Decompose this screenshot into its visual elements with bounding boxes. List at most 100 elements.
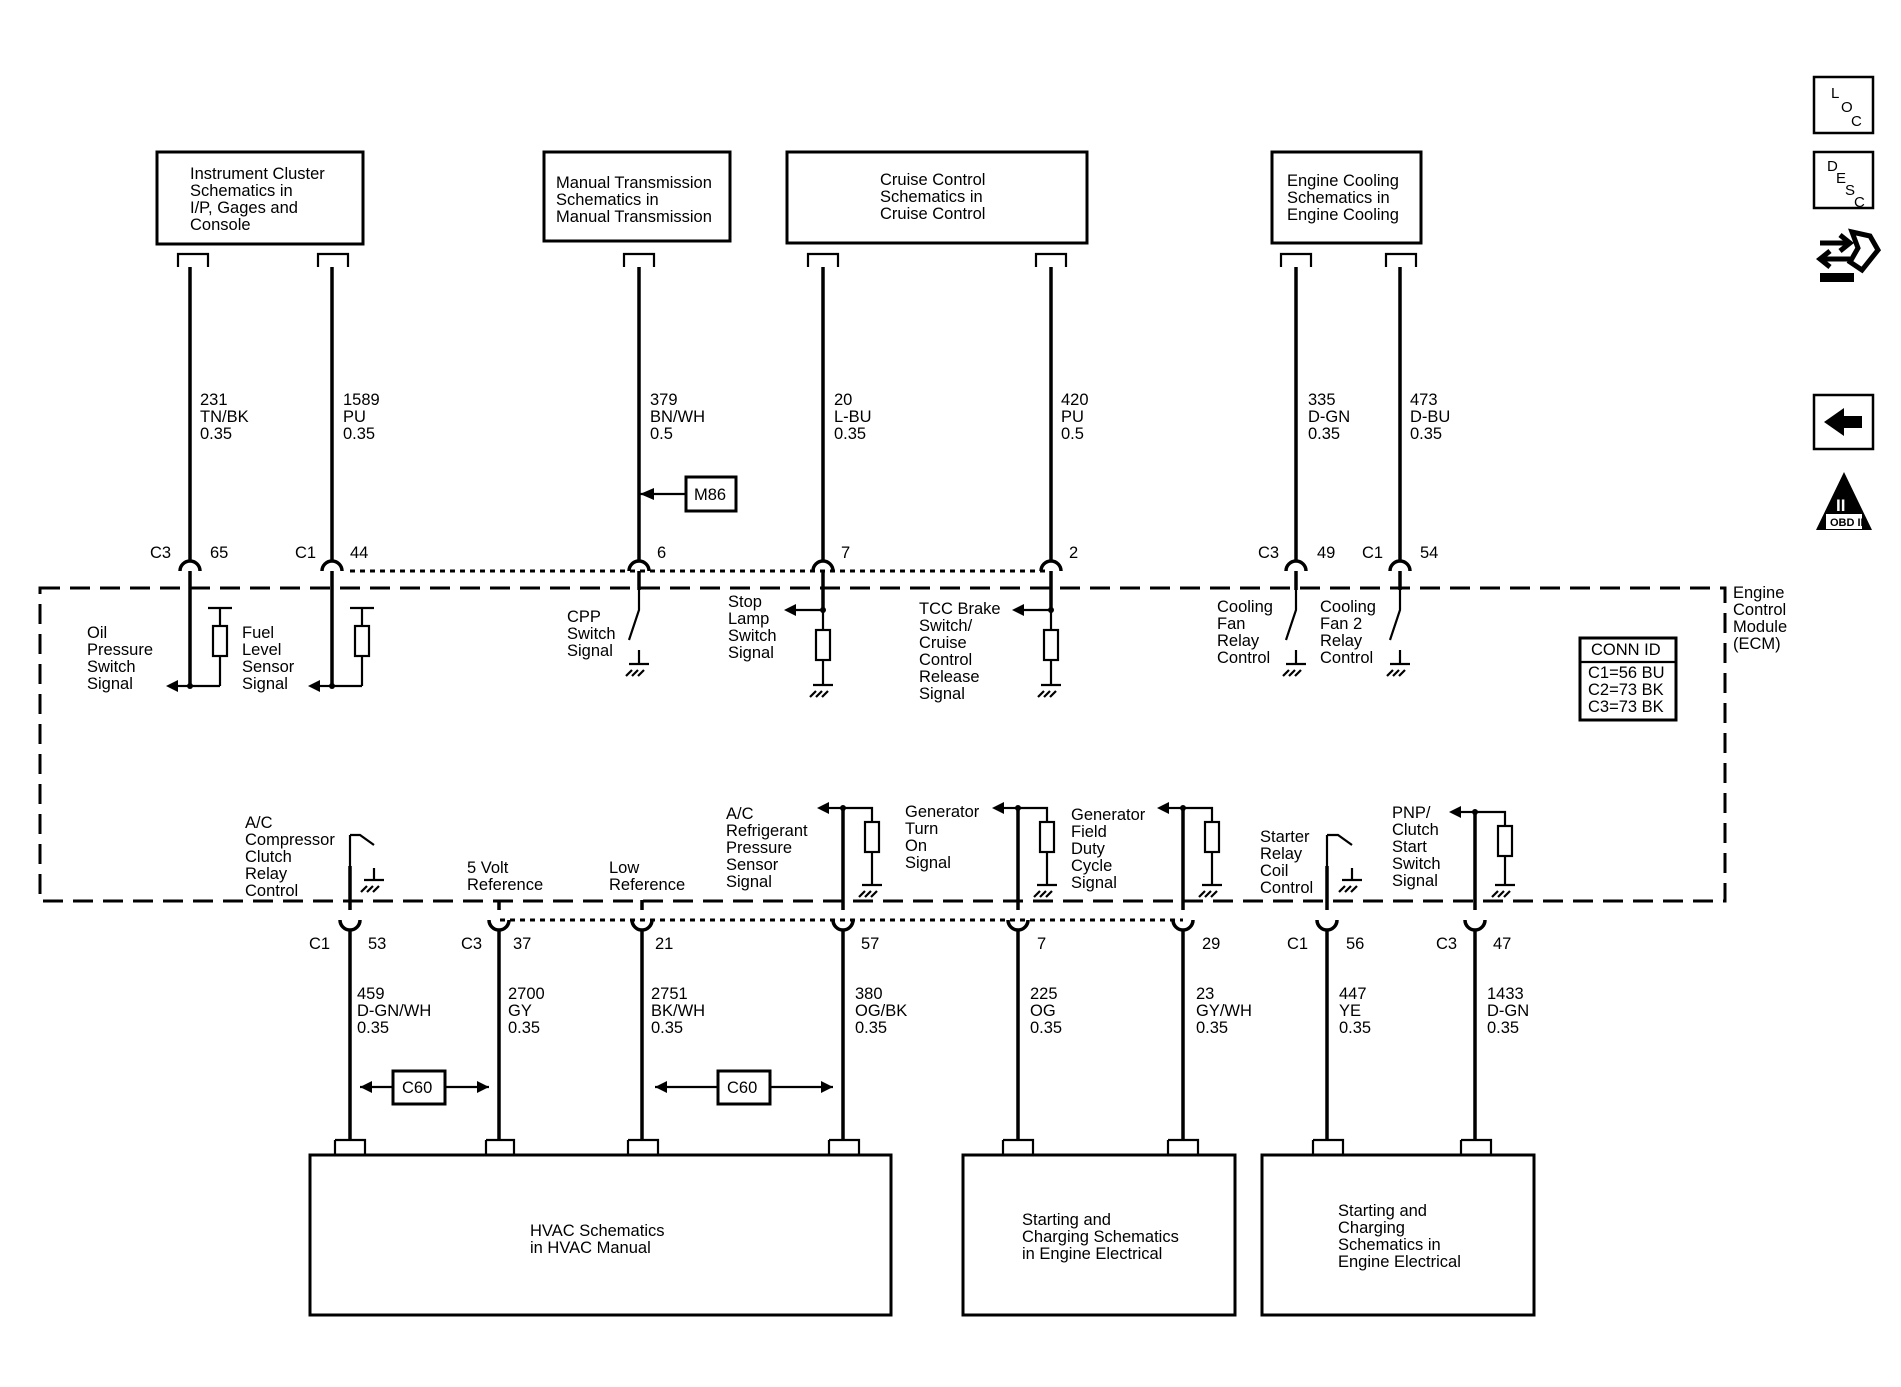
module-hvac[interactable]: HVAC Schematics in HVAC Manual <box>308 1153 893 1317</box>
top-circuit-stop-lamp[interactable]: 20 L-BU 0.35 7 Stop Lamp Switch Signal <box>728 252 872 698</box>
bottom-circuit-pnp-switch[interactable]: PNP/ Clutch Start Switch Signal C3 47 14… <box>1392 804 1529 1155</box>
signal-label-line: Start <box>1392 838 1427 856</box>
pulldown-resistor-icon <box>1038 820 1056 854</box>
desc-letter: C <box>1854 194 1865 211</box>
signal-label-line: Switch <box>87 658 136 676</box>
ref-c60-label: C60 <box>402 1079 432 1097</box>
module-cruise-control[interactable]: Cruise Control Schematics in Cruise Cont… <box>785 150 1089 245</box>
conn-id-line: C1=56 BU <box>1588 664 1665 682</box>
signal-arrow-icon <box>1449 806 1461 818</box>
pin-number: 7 <box>1037 935 1046 953</box>
module-text-line: Charging <box>1338 1219 1405 1237</box>
signal-label-line: Reference <box>467 876 543 894</box>
wire-color: D-GN <box>1487 1002 1529 1020</box>
bottom-circuit-starter-relay[interactable]: Starter Relay Coil Control C1 56 447 YE … <box>1260 828 1371 1155</box>
wire-color: OG/BK <box>855 1002 907 1020</box>
wire-color: BK/WH <box>651 1002 705 1020</box>
wire-color: PU <box>1061 408 1084 426</box>
signal-arrow-icon <box>784 604 796 616</box>
wire-gauge: 0.35 <box>834 425 866 443</box>
top-circuit-cpp-switch[interactable]: 379 BN/WH 0.5 6 CPP Switch Signal <box>567 252 705 677</box>
top-circuit-cooling-fan-2[interactable]: 473 D-BU 0.35 C1 54 Cooling Fan 2 Relay … <box>1320 252 1450 677</box>
signal-label-line: Duty <box>1071 840 1106 858</box>
arrow-left-icon <box>655 1081 667 1093</box>
back-button[interactable] <box>1812 393 1875 451</box>
wire-number: 2700 <box>508 985 545 1003</box>
signal-label-line: Signal <box>242 675 288 693</box>
desc-letter: S <box>1845 182 1855 199</box>
back-arrow-icon <box>1824 408 1862 436</box>
module-starting-charging-2[interactable]: Starting and Charging Schematics in Engi… <box>1260 1153 1536 1317</box>
ref-c60-right[interactable]: C60 <box>655 1069 833 1106</box>
module-manual-transmission[interactable]: Manual Transmission Schematics in Manual… <box>542 150 732 243</box>
signal-label-line: Relay <box>245 865 288 883</box>
bottom-circuit-generator-field[interactable]: Generator Field Duty Cycle Signal 29 23 … <box>1071 802 1252 1155</box>
wire-number: 225 <box>1030 985 1058 1003</box>
loc-button[interactable]: L O C <box>1812 75 1875 135</box>
wire-gauge: 0.35 <box>651 1019 683 1037</box>
signal-label-line: Starter <box>1260 828 1310 846</box>
wire-gauge: 0.35 <box>1308 425 1340 443</box>
module-starting-charging-1[interactable]: Starting and Charging Schematics in Engi… <box>961 1153 1237 1317</box>
pin-number: 47 <box>1493 935 1511 953</box>
connector-view-icon[interactable] <box>1815 228 1882 282</box>
bottom-circuit-ac-compressor[interactable]: A/C Compressor Clutch Relay Control C1 5… <box>245 814 431 1155</box>
wire-gauge: 0.35 <box>357 1019 389 1037</box>
bottom-circuit-generator-turn-on[interactable]: Generator Turn On Signal 7 225 OG 0.35 <box>905 802 1062 1155</box>
module-engine-cooling[interactable]: Engine Cooling Schematics in Engine Cool… <box>1270 150 1423 245</box>
module-text-line: Manual Transmission <box>556 208 712 226</box>
signal-label-line: Level <box>242 641 281 659</box>
signal-label-line: Cycle <box>1071 857 1112 875</box>
signal-label-line: Control <box>1217 649 1270 667</box>
signal-label-line: Signal <box>567 642 613 660</box>
bottom-circuit-5v-reference[interactable]: 5 Volt Reference C3 37 2700 GY 0.35 <box>461 859 545 1155</box>
wire-number: 20 <box>834 391 852 409</box>
wire-number: 459 <box>357 985 385 1003</box>
signal-label-line: PNP/ <box>1392 804 1431 822</box>
pulldown-resistor-icon <box>863 820 881 854</box>
signal-label-line: Compressor <box>245 831 335 849</box>
signal-label-line: Control <box>1260 879 1313 897</box>
signal-label-line: Release <box>919 668 980 686</box>
signal-arrow-icon <box>817 802 829 814</box>
top-circuit-fuel-level[interactable]: 1589 PU 0.35 C1 44 Fuel Level Sensor Sig… <box>242 252 380 693</box>
bottom-circuit-ac-refrigerant[interactable]: A/C Refrigerant Pressure Sensor Signal 5… <box>726 802 907 1155</box>
pullup-resistor-icon <box>353 624 371 658</box>
connector-id: C1 <box>295 544 316 562</box>
module-text-line: Starting and <box>1022 1211 1111 1229</box>
ecm-label-line: Control <box>1733 601 1786 619</box>
ref-c60-left[interactable]: C60 <box>360 1069 489 1106</box>
pin-number: 65 <box>210 544 228 562</box>
wire-number: 335 <box>1308 391 1336 409</box>
signal-label-line: Switch/ <box>919 617 973 635</box>
top-circuit-cooling-fan[interactable]: 335 D-GN 0.35 C3 49 Cooling Fan Relay Co… <box>1217 252 1350 677</box>
connector-id: C3 <box>150 544 171 562</box>
top-circuit-tcc-brake[interactable]: 420 PU 0.5 2 TCC Brake Switch/ Cruise Co… <box>919 252 1089 703</box>
module-text-line: Schematics in <box>1287 189 1390 207</box>
signal-arrow-icon <box>992 802 1004 814</box>
wire-number: 447 <box>1339 985 1367 1003</box>
wire-color: D-GN <box>1308 408 1350 426</box>
desc-button[interactable]: D E S C <box>1812 150 1875 211</box>
signal-label-line: Turn <box>905 820 938 838</box>
signal-label-line: Reference <box>609 876 685 894</box>
loc-letter: L <box>1831 85 1839 102</box>
module-text-line: Manual Transmission <box>556 174 712 192</box>
bottom-circuit-low-reference[interactable]: Low Reference 21 2751 BK/WH 0.35 <box>609 859 705 1155</box>
signal-label-line: Signal <box>87 675 133 693</box>
module-instrument-cluster[interactable]: Instrument Cluster Schematics in I/P, Ga… <box>155 150 365 246</box>
pin-number: 57 <box>861 935 879 953</box>
obd-ii-button[interactable]: OBD II II <box>1816 472 1872 530</box>
signal-label-line: Coil <box>1260 862 1288 880</box>
signal-label-line: Signal <box>919 685 965 703</box>
module-text-line: Engine Electrical <box>1338 1253 1461 1271</box>
conn-id-box: CONN ID C1=56 BU C2=73 BK C3=73 BK <box>1578 636 1678 722</box>
signal-label-line: Signal <box>726 873 772 891</box>
wire-gauge: 0.35 <box>508 1019 540 1037</box>
wire-color: GY/WH <box>1196 1002 1252 1020</box>
signal-label-line: Generator <box>905 803 980 821</box>
wire-gauge: 0.35 <box>200 425 232 443</box>
top-circuit-oil-pressure[interactable]: 231 TN/BK 0.35 C3 65 Oil Pressure Switch… <box>87 252 249 693</box>
ref-m86[interactable]: M86 <box>639 475 738 513</box>
